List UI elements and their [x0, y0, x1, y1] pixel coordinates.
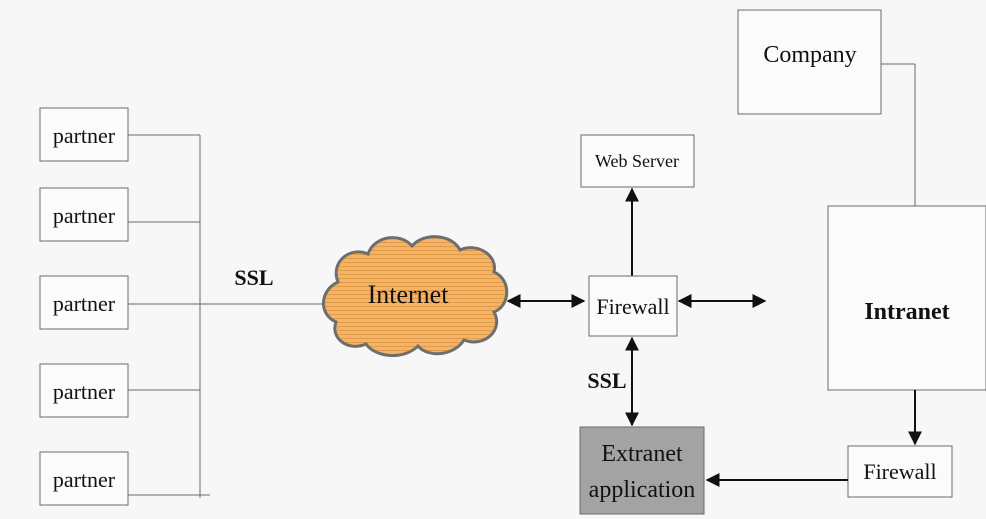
- ssl-label-left: SSL: [234, 265, 273, 290]
- partner-box: partner: [39, 187, 129, 242]
- partner-bus: [128, 134, 322, 498]
- partner-box: partner: [39, 451, 129, 506]
- company-intranet-connector: [881, 63, 916, 206]
- partner-box: partner: [39, 363, 129, 418]
- internet-cloud: Internet: [322, 235, 509, 358]
- partner-label: partner: [53, 379, 116, 404]
- partner-box: partner: [39, 107, 129, 162]
- web-server-label: Web Server: [595, 151, 679, 171]
- company-box: Company: [737, 9, 882, 115]
- firewall-center-label: Firewall: [596, 294, 669, 319]
- firewall-center-box: Firewall: [588, 275, 678, 337]
- internet-label: Internet: [368, 280, 450, 309]
- extranet-label-line2: application: [589, 477, 696, 503]
- extranet-application-box: Extranet application: [579, 426, 705, 515]
- firewall-right-box: Firewall: [847, 445, 953, 498]
- extranet-label-line1: Extranet: [601, 441, 683, 467]
- web-server-box: Web Server: [580, 134, 695, 188]
- ssl-label-center: SSL: [587, 368, 626, 393]
- firewall-right-label: Firewall: [863, 459, 936, 484]
- partner-label: partner: [53, 291, 116, 316]
- partner-label: partner: [53, 123, 116, 148]
- partner-label: partner: [53, 203, 116, 228]
- partner-label: partner: [53, 467, 116, 492]
- partner-box: partner: [39, 275, 129, 330]
- intranet-label: Intranet: [864, 299, 949, 325]
- company-label: Company: [763, 42, 856, 68]
- intranet-box: Intranet: [827, 205, 986, 391]
